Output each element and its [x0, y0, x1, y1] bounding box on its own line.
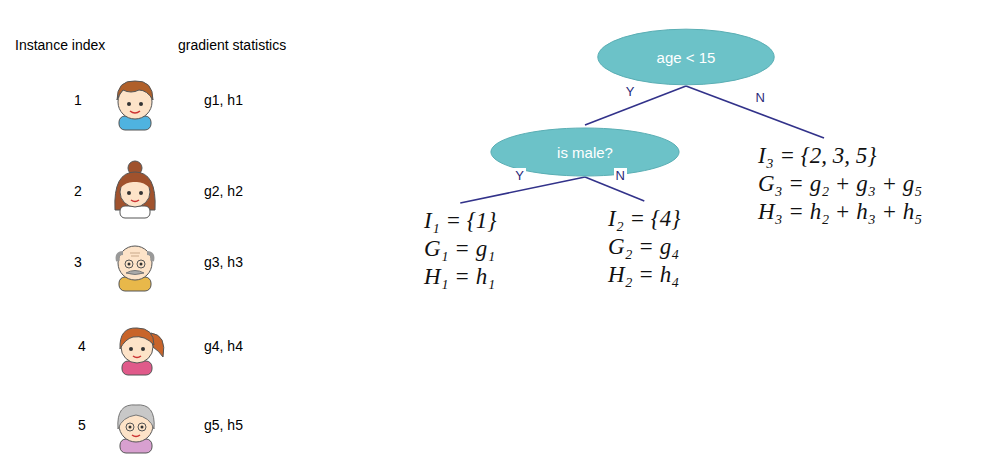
instance-index: 4	[78, 338, 86, 354]
gradient-stat: g4, h4	[204, 338, 243, 354]
branch-label: N	[614, 168, 627, 183]
old-woman-face	[118, 405, 154, 453]
leaf-formula: I₂ = {4}	[608, 205, 681, 233]
leaf-formula: G₂ = g₄	[608, 233, 681, 261]
leaf-formula: G₁ = g₁	[424, 235, 497, 263]
instance-index: 1	[74, 92, 82, 108]
gradient-stat: g1, h1	[204, 92, 243, 108]
column-header: Instance index	[15, 37, 105, 53]
instance-index: 5	[78, 417, 86, 433]
branch-label: Y	[513, 168, 526, 183]
split-condition: is male?	[557, 144, 613, 161]
leaf-node: I₂ = {4}G₂ = g₄H₂ = h₄	[604, 203, 685, 291]
boy-face	[117, 81, 153, 130]
gradient-stat: g2, h2	[204, 183, 243, 199]
instance-index: 3	[74, 254, 82, 270]
girl-face	[120, 328, 164, 375]
split-node: age < 15	[596, 28, 776, 86]
instance-index: 2	[74, 183, 82, 199]
old-man-face	[118, 246, 153, 291]
column-header: gradient statistics	[178, 37, 286, 53]
leaf-formula: H₁ = h₁	[424, 263, 497, 291]
leaf-formula: G₃ = g₂ + g₃ + g₅	[758, 170, 922, 198]
leaf-formula: H₂ = h₄	[608, 261, 681, 289]
tree-branch	[686, 86, 824, 138]
branch-label: N	[754, 90, 767, 105]
leaf-formula: H₃ = h₂ + h₃ + h₅	[758, 198, 922, 226]
leaf-node: I₃ = {2, 3, 5}G₃ = g₂ + g₃ + g₅H₃ = h₂ +…	[754, 140, 926, 228]
gradient-stat: g3, h3	[204, 254, 243, 270]
leaf-node: I₁ = {1}G₁ = g₁H₁ = h₁	[420, 205, 501, 293]
split-condition: age < 15	[657, 49, 716, 66]
branch-label: Y	[624, 84, 637, 99]
leaf-formula: I₃ = {2, 3, 5}	[758, 142, 922, 170]
woman-face	[115, 161, 155, 218]
leaf-formula: I₁ = {1}	[424, 207, 497, 235]
gradient-stat: g5, h5	[204, 417, 243, 433]
